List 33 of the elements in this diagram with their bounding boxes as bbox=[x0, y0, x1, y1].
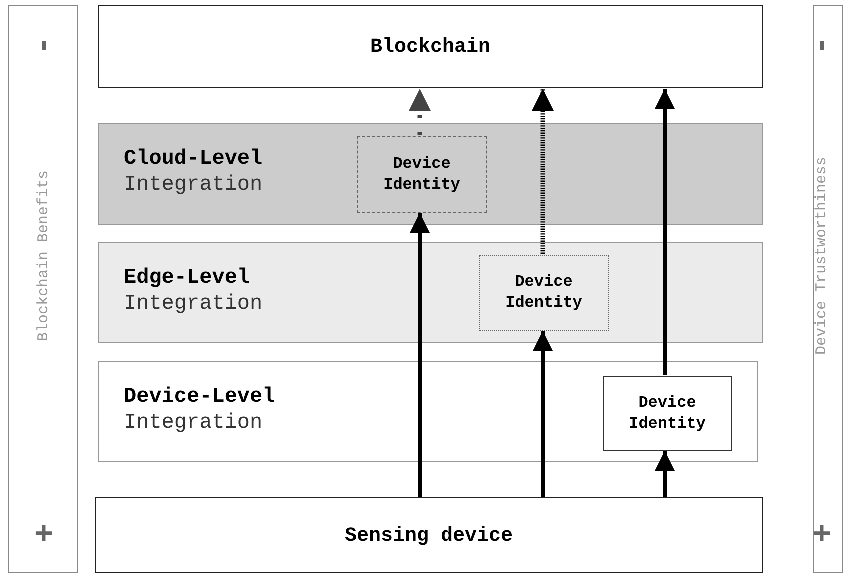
plus-sign: + bbox=[812, 520, 832, 552]
blockchain-box bbox=[98, 5, 763, 88]
arrow bbox=[408, 89, 432, 135]
integration-band bbox=[98, 361, 758, 462]
integration-band bbox=[98, 242, 763, 343]
identity-box bbox=[357, 136, 487, 213]
node-label: Device Identity bbox=[628, 392, 707, 434]
level-subtitle: Integration bbox=[124, 412, 263, 435]
minus-sign: - bbox=[806, 36, 838, 56]
node-title: Blockchain bbox=[369, 36, 492, 59]
side-panel bbox=[8, 5, 78, 573]
node-title: Sensing device bbox=[344, 525, 514, 548]
node-label: Device Identity bbox=[504, 272, 584, 314]
level-title: Device-Level bbox=[124, 386, 276, 409]
level-title: Cloud-Level bbox=[124, 148, 263, 171]
level-title: Edge-Level bbox=[124, 267, 250, 290]
arrow bbox=[410, 213, 430, 497]
level-subtitle: Integration bbox=[124, 293, 263, 316]
identity-box bbox=[603, 376, 732, 451]
identity-box bbox=[479, 255, 609, 331]
arrow bbox=[533, 331, 553, 497]
minus-sign: - bbox=[28, 36, 60, 56]
arrow bbox=[655, 89, 675, 375]
side-label: Blockchain Benefits bbox=[36, 170, 52, 342]
plus-sign: + bbox=[34, 520, 54, 552]
node-label: Device Identity bbox=[382, 154, 462, 196]
level-subtitle: Integration bbox=[124, 174, 263, 197]
sensing-device-box bbox=[95, 497, 763, 573]
side-label: Device Trustworthiness bbox=[814, 156, 830, 356]
arrow bbox=[532, 89, 554, 254]
arrow bbox=[655, 451, 675, 497]
side-panel bbox=[813, 5, 843, 573]
integration-band bbox=[98, 123, 763, 225]
